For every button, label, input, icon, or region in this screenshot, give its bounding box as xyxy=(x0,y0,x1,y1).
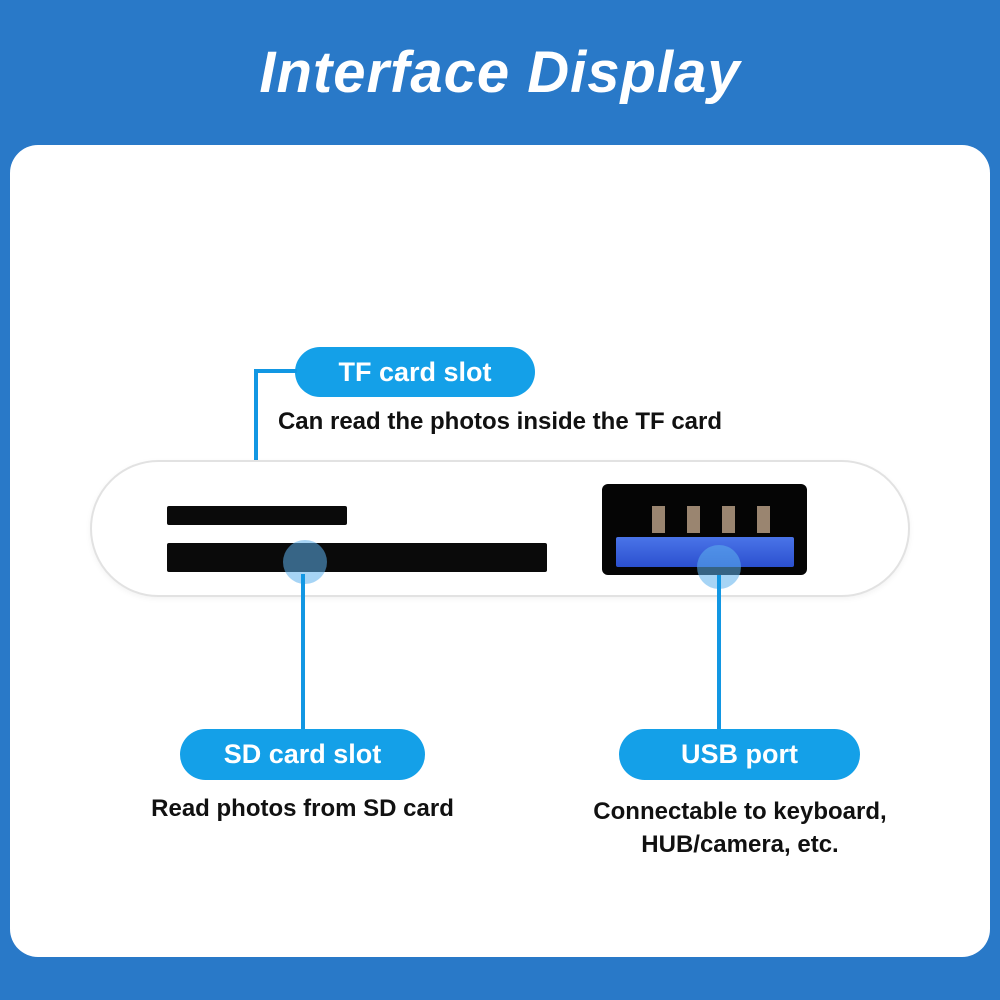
usb-caption-line2: HUB/camera, etc. xyxy=(641,831,839,858)
tf-card-slot xyxy=(167,506,347,525)
sd-connector-line-vertical xyxy=(301,574,305,730)
sd-card-slot-callout: SD card slot xyxy=(180,729,425,780)
page-title: Interface Display xyxy=(259,40,741,105)
tf-card-slot-caption: Can read the photos inside the TF card xyxy=(277,408,723,435)
tf-connector-line-vertical xyxy=(254,369,258,503)
card-reader-device xyxy=(90,460,910,597)
usb-pin xyxy=(722,506,735,533)
sd-slot-highlight-circle xyxy=(283,540,327,584)
usb-port-callout: USB port xyxy=(619,729,860,780)
tf-connector-line-horizontal xyxy=(256,369,297,373)
usb-pin xyxy=(652,506,665,533)
usb-pin xyxy=(757,506,770,533)
usb-connector-line-vertical xyxy=(717,575,721,730)
usb-caption-line1: Connectable to keyboard, xyxy=(593,798,887,825)
header-banner: Interface Display xyxy=(0,0,1000,145)
sd-card-slot xyxy=(167,543,547,572)
usb-port-caption: Connectable to keyboard, HUB/camera, etc… xyxy=(560,795,920,861)
usb-pin xyxy=(687,506,700,533)
sd-card-slot-caption: Read photos from SD card xyxy=(151,795,454,822)
tf-card-slot-callout: TF card slot xyxy=(295,347,535,397)
